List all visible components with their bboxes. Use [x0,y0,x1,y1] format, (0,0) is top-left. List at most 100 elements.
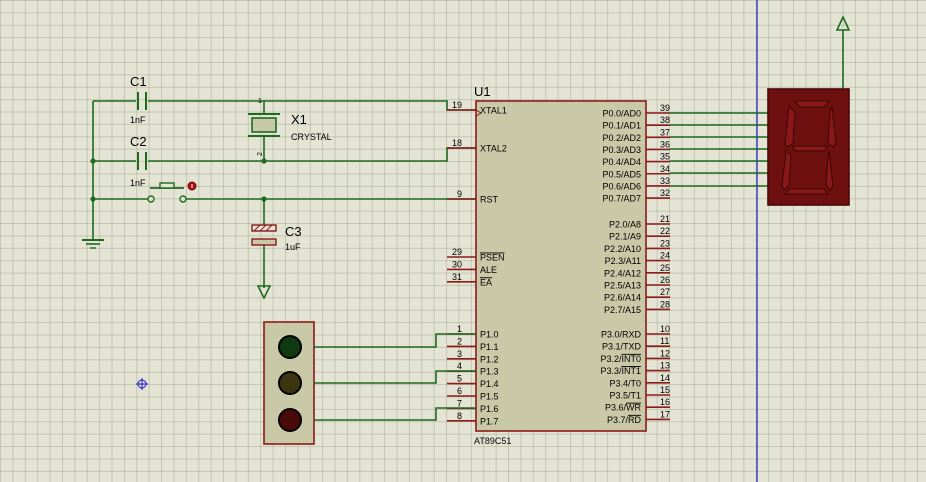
pin-number: 31 [452,272,462,282]
capacitor-c2[interactable]: C2 1nF [130,134,147,188]
c2-value: 1nF [130,178,146,188]
led-yellow-icon [278,371,302,395]
pin-number: 39 [660,103,670,113]
pin-number: 30 [452,259,462,269]
pin-label: P0.7/AD7 [602,194,641,204]
pin-label: P3.5/T1 [609,391,641,401]
capacitor-c1[interactable]: C1 1nF [130,74,147,125]
power-arrow-icon [835,15,851,31]
display-wiring [670,30,844,187]
pin-number: 33 [660,176,670,186]
pin-label: EA [480,277,492,287]
crystal-x1[interactable]: 1 2 X1 CRYSTAL [248,98,332,156]
c1-value: 1nF [130,115,146,125]
pin-number: 34 [660,164,670,174]
capacitor-c3[interactable]: C3 1uF [251,224,302,252]
pin-label: P3.7/RD [607,415,642,425]
seven-segment-display-icon[interactable] [767,88,850,206]
pin-number: 25 [660,263,670,273]
traffic-light-module[interactable] [263,321,315,445]
pin-label: PSEN [480,253,505,263]
pin-label: P2.5/A13 [604,281,641,291]
pin-number: 16 [660,397,670,407]
chip-u1[interactable]: U1 AT89C51 19XTAL118XTAL29RST29PSEN30ALE… [447,84,670,446]
pin-number: 6 [457,386,462,396]
pin-number: 35 [660,152,670,162]
pin-number: 21 [660,214,670,224]
reset-button[interactable] [147,181,197,203]
pin-number: 15 [660,385,670,395]
x1-pin2-number: 2 [257,152,264,156]
pin-number: 7 [457,398,462,408]
pin-number: 1 [457,324,462,334]
pin-number: 13 [660,361,670,371]
pin-label: P0.3/AD3 [602,145,641,155]
led-red-icon [278,408,302,432]
pin-label: P2.1/A9 [609,232,641,242]
chip-pin-left[interactable]: 8P1.7 [447,411,499,427]
x1-pin1-number: 1 [258,98,262,105]
chip-ref: U1 [474,84,491,99]
x1-ref: X1 [291,112,307,127]
pin-number: 18 [452,138,462,148]
pin-label: P0.1/AD1 [602,121,641,131]
c3-value: 1uF [285,242,301,252]
pin-label: P2.0/A8 [609,220,641,230]
pin-label: P1.5 [480,392,499,402]
pin-label: P3.3/INT1 [600,366,641,376]
chip-right-pins: 39P0.0/AD038P0.1/AD137P0.2/AD236P0.3/AD3… [600,103,670,425]
pin-number: 10 [660,324,670,334]
pin-number: 12 [660,348,670,358]
chip-pin-left[interactable]: 5P1.4 [447,374,499,390]
pin-number: 22 [660,226,670,236]
chip-pin-left[interactable]: 6P1.5 [447,386,499,402]
c1-ref: C1 [130,74,147,89]
pin-number: 2 [457,336,462,346]
pin-number: 38 [660,115,670,125]
pin-number: 5 [457,374,462,384]
pin-label: P3.6/WR [605,403,642,413]
pin-label: P3.2/INT0 [600,354,641,364]
origin-marker-icon [136,378,148,390]
pin-number: 37 [660,127,670,137]
pin-label: P2.6/A14 [604,293,641,303]
pin-label: XTAL2 [480,144,507,154]
pin-label: P1.0 [480,330,499,340]
chip-pin-left[interactable]: 2P1.1 [447,336,499,352]
chip-pin-left[interactable]: 3P1.2 [447,349,499,365]
pin-number: 17 [660,409,670,419]
pin-number: 11 [660,336,669,346]
